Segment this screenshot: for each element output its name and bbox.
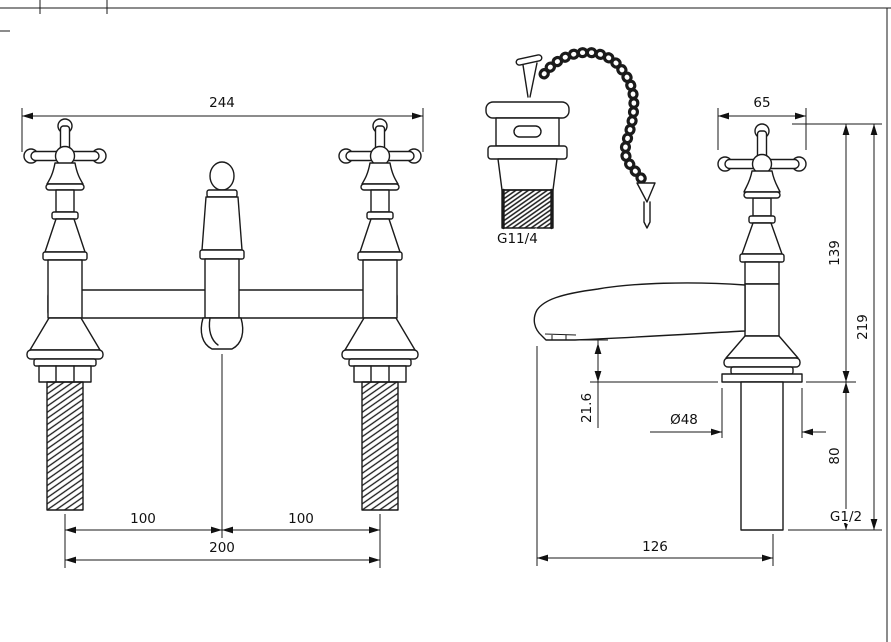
waste-plug-body <box>485 101 570 230</box>
dim-label-d48: Ø48 <box>670 412 698 428</box>
center-knob <box>209 161 235 191</box>
dim-label-21-6: 21.6 <box>579 393 595 423</box>
dim-tail-pitch: 100 100 200 <box>64 354 381 568</box>
dim-label-139: 139 <box>827 240 843 266</box>
dim-handle-width-65: 65 <box>717 93 807 150</box>
waste-thread-label: G11/4 <box>497 231 538 247</box>
dim-label-219: 219 <box>855 314 871 340</box>
dim-label-80: 80 <box>827 447 843 464</box>
dim-overall-width-244: 244 <box>21 93 424 152</box>
dimensions-layer: 244 100 100 200 G11/4 65 <box>21 93 882 568</box>
side-cross-handle <box>717 123 807 199</box>
dim-label-g12: G1/2 <box>830 509 862 525</box>
plug-chain <box>538 47 651 190</box>
dim-label-100-left: 100 <box>130 511 156 527</box>
overflow-slot <box>513 125 542 138</box>
mounting-flange <box>721 373 803 383</box>
dim-label-244: 244 <box>209 95 235 111</box>
basin-waste-assembly <box>485 47 656 230</box>
spout-outlet <box>544 333 577 340</box>
dim-label-200: 200 <box>209 540 235 556</box>
side-spout <box>533 282 746 341</box>
side-threaded-tail <box>740 381 784 531</box>
side-view-pillar-tap <box>533 123 807 531</box>
plug-top-flange <box>485 101 570 119</box>
dim-base-diameter-48: Ø48 <box>650 388 826 438</box>
dim-heights: 139 80 219 G1/2 <box>788 123 882 531</box>
front-spout-nose <box>200 317 244 350</box>
chain-stay-pin <box>636 182 656 229</box>
waste-thread-section <box>501 189 554 229</box>
dim-label-126: 126 <box>642 539 668 555</box>
plug-linkage <box>515 54 543 98</box>
dim-outlet-height-21-6: 21.6 <box>576 339 718 428</box>
front-view-bridge-mixer <box>23 118 422 511</box>
center-spout-column <box>199 161 245 350</box>
dim-spout-reach-126: 126 <box>536 346 774 566</box>
dim-label-100-right: 100 <box>288 511 314 527</box>
dim-label-65: 65 <box>753 95 770 111</box>
